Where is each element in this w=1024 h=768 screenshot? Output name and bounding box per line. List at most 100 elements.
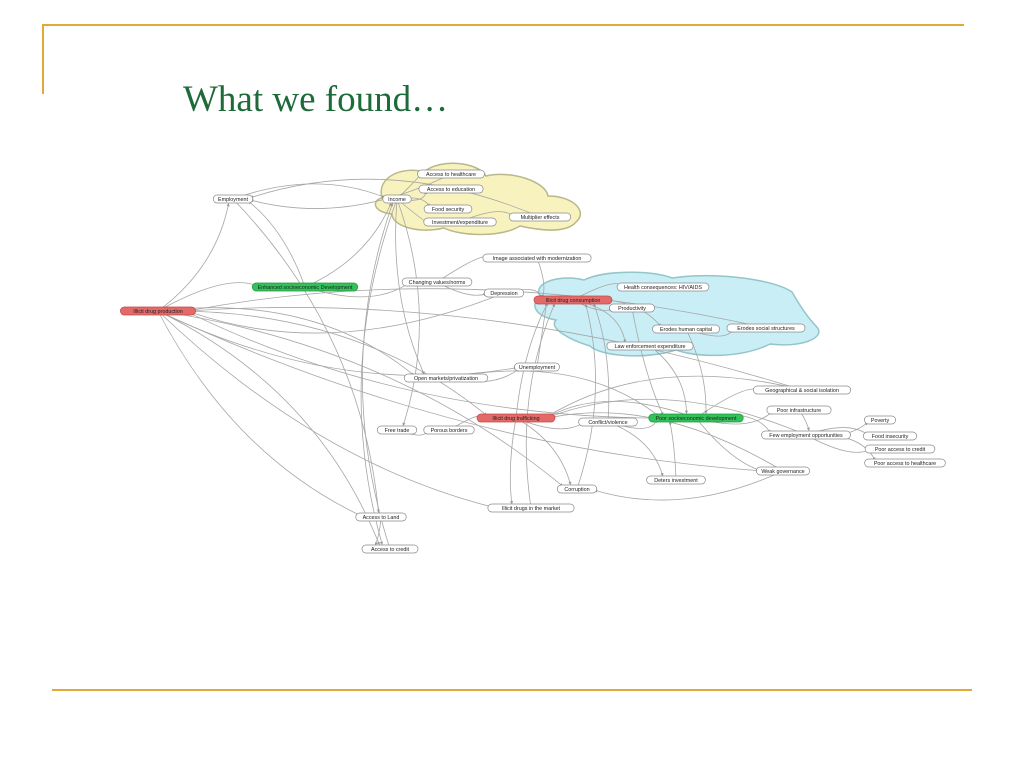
- diagram-edge-erodes-structures-to-illicit-production: [191, 288, 767, 329]
- diagram-node-deters-investment: Deters investment: [646, 475, 706, 485]
- node-label: Illicit drug consumption: [546, 298, 601, 304]
- node-box: [376, 425, 418, 435]
- node-box: [355, 512, 407, 522]
- diagram-edge-depression-to-illicit-production: [190, 292, 505, 334]
- node-label: Food insecurity: [872, 434, 909, 440]
- node-box: [212, 194, 254, 204]
- node-box: [423, 425, 475, 435]
- diagram-node-law-enforcement: Law enforcement expenditure: [606, 341, 694, 351]
- diagram-edge-few-jobs-to-illicit-trafficking: [549, 398, 807, 436]
- node-label: Enhanced socioeconomic Development: [258, 285, 353, 291]
- diagram-edge-productivity-to-poor-dev: [631, 307, 664, 416]
- node-label: Access to education: [427, 187, 475, 193]
- diagram-node-free-trade: Free trade: [376, 425, 418, 435]
- diagram-edge-enhanced-dev-to-income: [304, 202, 392, 288]
- node-label: Unemployment: [519, 365, 556, 371]
- node-box: [251, 282, 359, 292]
- node-box: [609, 303, 655, 313]
- diagram-edge-illicit-trafficking-to-corruption: [515, 417, 572, 486]
- node-box: [756, 466, 810, 476]
- diagram-node-health-consequences: Health consequences: HIV/AIDS: [616, 282, 710, 292]
- diagram-edge-enhanced-dev-to-employment: [248, 200, 306, 288]
- diagram-node-employment: Employment: [212, 194, 254, 204]
- diagram-node-poor-infrastructure: Poor infrastructure: [766, 405, 832, 415]
- node-box: [726, 323, 806, 333]
- diagram-edge-illicit-production-to-credit-access: [157, 310, 380, 546]
- diagram-node-erodes-structures: Erodes social structures: [726, 323, 806, 333]
- left-accent-line: [42, 24, 44, 94]
- consumption-cloud-blue: [534, 271, 820, 357]
- diagram-node-modernization-image: Image associated with modernization: [482, 253, 592, 263]
- diagram-node-poor-credit: Poor access to credit: [864, 444, 936, 454]
- diagram-edge-illicit-production-to-land-access: [157, 310, 361, 516]
- diagram-edge-weak-governance-to-corruption: [594, 470, 784, 501]
- node-label: Investment/expenditure: [432, 220, 488, 226]
- node-label: Productivity: [618, 306, 646, 312]
- node-box: [533, 295, 613, 305]
- node-label: Conflict/violence: [588, 420, 627, 426]
- node-label: Access to credit: [371, 547, 410, 553]
- node-box: [606, 341, 694, 351]
- node-label: Poor access to credit: [875, 447, 926, 453]
- node-label: Erodes social structures: [737, 326, 795, 332]
- diagram-edge-illicit-production-to-drugs-market: [157, 310, 493, 508]
- node-label: Multiplier effects: [521, 215, 560, 221]
- diagram-node-investment-expenditure: Investment/expenditure: [423, 217, 497, 227]
- diagram-node-illicit-trafficking: Illicit drug trafficking: [476, 413, 556, 423]
- node-box: [863, 431, 917, 441]
- node-label: Poor socioeconomic development: [656, 416, 737, 422]
- diagram-edge-deters-investment-to-poor-dev: [668, 421, 677, 481]
- node-box: [120, 306, 196, 316]
- node-box: [753, 385, 851, 395]
- diagram-node-unemployment: Unemployment: [514, 362, 560, 372]
- diagram-edge-geo-isolation-to-illicit-production: [191, 307, 803, 391]
- diagram-edge-illicit-production-to-employment: [157, 203, 230, 312]
- node-box: [487, 503, 575, 513]
- node-label: Depression: [490, 291, 517, 297]
- node-box: [483, 288, 525, 298]
- diagram-edge-corruption-to-illicit-consumption: [576, 303, 596, 490]
- top-accent-line: [42, 24, 964, 26]
- diagram-edge-employment-to-income: [232, 183, 386, 200]
- diagram-node-poor-healthcare: Poor access to healthcare: [864, 458, 946, 468]
- diagram-edge-modernization-image-to-illicit-consumption: [536, 257, 545, 299]
- diagram-edge-illicit-production-to-enhanced-dev: [157, 282, 259, 312]
- slide-title: What we found…: [183, 79, 449, 120]
- node-label: Poor access to healthcare: [874, 461, 936, 467]
- diagram-edge-poor-dev-to-illicit-production: [189, 312, 697, 419]
- diagram-node-erodes-capital: Erodes human capital: [652, 324, 720, 334]
- node-box: [508, 212, 572, 222]
- diagram-node-conflict: Conflict/violence: [578, 417, 638, 427]
- diagram-edge-multiplier-to-employment: [249, 178, 541, 218]
- node-box: [652, 324, 720, 334]
- node-box: [648, 413, 744, 423]
- node-box: [418, 184, 484, 194]
- bottom-accent-line: [52, 689, 972, 691]
- node-label: Erodes human capital: [660, 327, 712, 333]
- diagram-node-food-insecurity: Food insecurity: [863, 431, 917, 441]
- node-label: Food security: [432, 207, 465, 213]
- node-box: [864, 415, 896, 425]
- node-box: [423, 217, 497, 227]
- node-box: [423, 204, 473, 214]
- node-label: Illicit drug production: [133, 309, 182, 315]
- node-label: Access to Land: [363, 515, 400, 521]
- node-label: Weak governance: [761, 469, 804, 475]
- diagram-node-geo-isolation: Geographical & social isolation: [753, 385, 851, 395]
- node-box: [403, 373, 489, 383]
- diagram-node-weak-governance: Weak governance: [756, 466, 810, 476]
- diagram-node-land-access: Access to Land: [355, 512, 407, 522]
- diagram-edge-illicit-trafficking-to-drugs-market: [509, 417, 517, 505]
- diagram-edge-conflict-to-illicit-consumption: [593, 303, 610, 423]
- node-box: [578, 417, 638, 427]
- diagram-node-illicit-production: Illicit drug production: [120, 306, 196, 316]
- diagram-edge-erodes-capital-to-poor-dev: [685, 328, 708, 414]
- diagram-edge-illicit-production-to-illicit-trafficking: [157, 310, 488, 416]
- diagram-node-open-markets: Open markets/privatization: [403, 373, 489, 383]
- node-box: [382, 194, 412, 204]
- node-box: [556, 484, 598, 494]
- node-label: Illicit drugs in the market: [502, 506, 561, 512]
- node-label: Geographical & social isolation: [765, 388, 839, 394]
- node-box: [616, 282, 710, 292]
